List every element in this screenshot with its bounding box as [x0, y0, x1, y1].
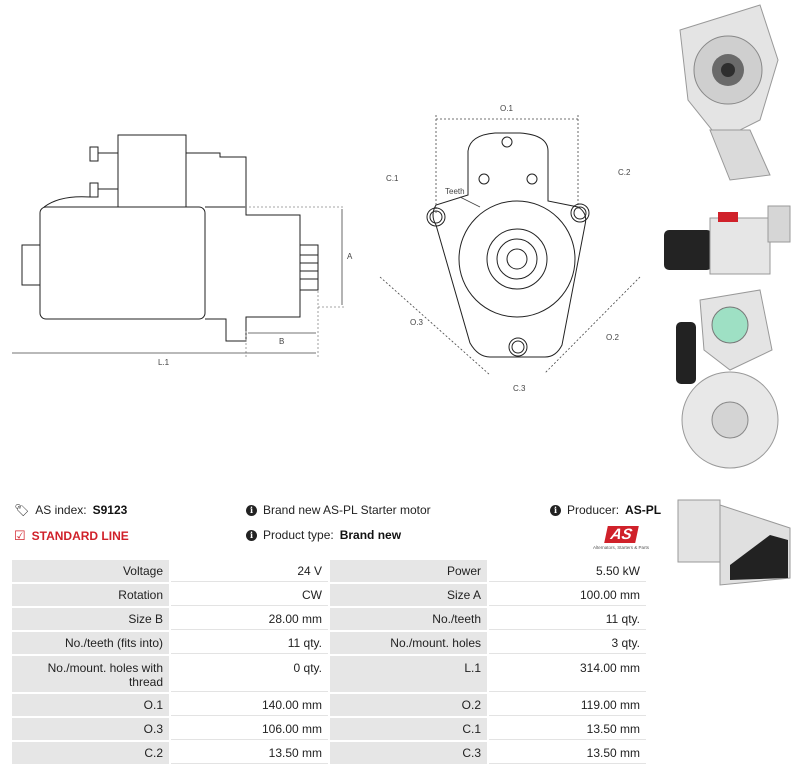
as-index: 🏷 AS index: S9123 — [14, 503, 127, 517]
product-line: ☑ STANDARD LINE — [14, 528, 129, 544]
teeth-label: Teeth — [445, 187, 465, 196]
dimension-label-o3: O.3 — [410, 318, 423, 327]
tag-icon: 🏷 — [14, 503, 30, 517]
as-pl-logo: AS Alternators, Starters & Parts — [586, 526, 656, 550]
spec-value: 0 qty. — [171, 656, 328, 692]
table-row: No./teeth (fits into)11 qty.No./mount. h… — [12, 632, 646, 654]
spec-key: O.3 — [12, 718, 169, 740]
spec-value: 24 V — [171, 560, 328, 582]
spec-value: 3 qty. — [489, 632, 646, 654]
spec-value: 140.00 mm — [171, 694, 328, 716]
spec-value: 28.00 mm — [171, 608, 328, 630]
spec-key: Size A — [330, 584, 487, 606]
dimension-label-o2: O.2 — [606, 333, 619, 342]
dimension-label-o1: O.1 — [500, 104, 513, 113]
product-type-value: Brand new — [339, 528, 402, 542]
producer-label: Producer: — [567, 503, 620, 517]
spec-value: 13.50 mm — [489, 718, 646, 740]
spec-value: 106.00 mm — [171, 718, 328, 740]
spec-value: 100.00 mm — [489, 584, 646, 606]
spec-value: 13.50 mm — [171, 742, 328, 764]
front-view-drawing — [426, 132, 590, 358]
dimension-label-c1: C.1 — [386, 174, 399, 183]
side-view-drawing — [21, 134, 319, 342]
spec-value: 5.50 kW — [489, 560, 646, 582]
product-line-label: STANDARD LINE — [31, 529, 129, 543]
spec-key: No./mount. holes — [330, 632, 487, 654]
spec-value: 119.00 mm — [489, 694, 646, 716]
spec-key: No./teeth (fits into) — [12, 632, 169, 654]
producer-value: AS-PL — [625, 503, 662, 517]
logo-brand: AS — [603, 526, 639, 543]
spec-key: O.2 — [330, 694, 487, 716]
spec-key: Rotation — [12, 584, 169, 606]
spec-key: O.1 — [12, 694, 169, 716]
product-photo-side — [664, 205, 791, 275]
spec-key: C.2 — [12, 742, 169, 764]
spec-key: No./teeth — [330, 608, 487, 630]
dimension-label-b: B — [279, 337, 284, 346]
technical-drawing: A B L.1 O.1 O.2 O.3 C.1 C.2 C.3 Teeth — [0, 95, 660, 395]
info-icon: i — [246, 504, 257, 516]
product-info: 🏷 AS index: S9123 ☑ STANDARD LINE i Bran… — [14, 503, 661, 553]
spec-value: 13.50 mm — [489, 742, 646, 764]
product-photo-front — [679, 4, 779, 181]
spec-value: 11 qty. — [171, 632, 328, 654]
product-type-label: Product type: — [263, 528, 334, 542]
description-text: Brand new AS-PL Starter motor — [263, 503, 431, 517]
dimension-label-c2: C.2 — [618, 168, 631, 177]
info-icon: i — [246, 529, 257, 541]
dimension-label-c3: C.3 — [513, 384, 526, 393]
product-photos — [660, 0, 800, 600]
spec-key: C.3 — [330, 742, 487, 764]
spec-value: 11 qty. — [489, 608, 646, 630]
product-type: i Product type: Brand new — [246, 528, 401, 542]
spec-key: C.1 — [330, 718, 487, 740]
product-photo-angle — [677, 499, 791, 586]
logo-tagline: Alternators, Starters & Parts — [592, 545, 650, 550]
spec-key: Size B — [12, 608, 169, 630]
producer: i Producer: AS-PL — [550, 503, 661, 517]
spec-value: 314.00 mm — [489, 656, 646, 692]
spec-value: CW — [171, 584, 328, 606]
spec-key: L.1 — [330, 656, 487, 692]
product-photo-rear — [676, 289, 779, 469]
as-index-label: AS index: — [35, 503, 87, 517]
dimension-label-l1: L.1 — [158, 358, 170, 367]
product-description: i Brand new AS-PL Starter motor — [246, 503, 431, 517]
spec-key: No./mount. holes with thread — [12, 656, 169, 692]
dimension-label-a: A — [347, 252, 353, 261]
spec-key: Power — [330, 560, 487, 582]
info-icon: i — [550, 504, 561, 516]
spec-key: Voltage — [12, 560, 169, 582]
as-index-value: S9123 — [92, 503, 128, 517]
checkbox-icon: ☑ — [14, 528, 26, 543]
